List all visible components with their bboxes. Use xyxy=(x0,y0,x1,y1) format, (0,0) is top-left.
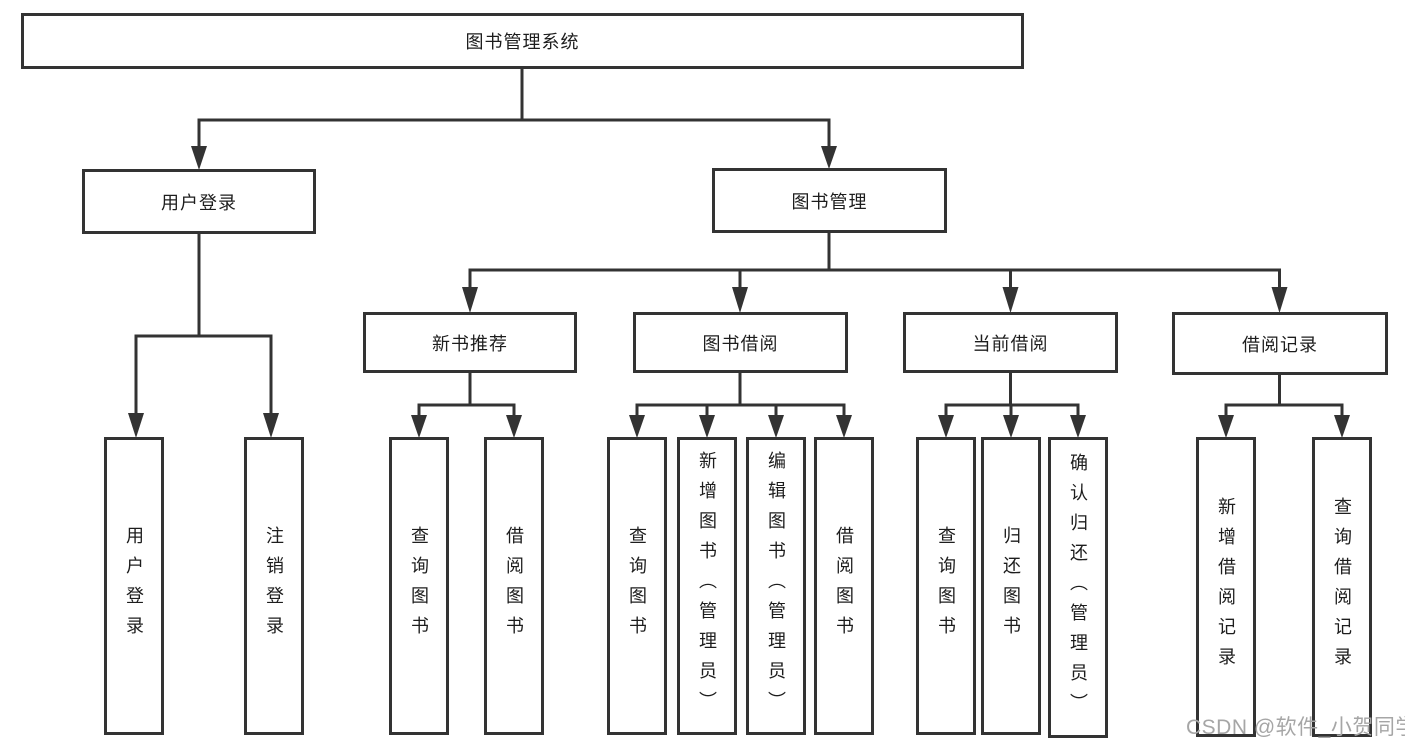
leaf-query-books-borrowing: 查询图书 xyxy=(607,437,667,735)
leaf-confirm-return-admin: 确认归还（管理员） xyxy=(1048,437,1108,738)
leaf-label: 注销登录 xyxy=(264,526,284,646)
leaf-borrow-books-recommendation: 借阅图书 xyxy=(484,437,544,735)
node-user-login: 用户登录 xyxy=(82,169,316,234)
node-label: 当前借阅 xyxy=(972,333,1049,354)
leaf-borrow-books-borrowing: 借阅图书 xyxy=(814,437,874,735)
leaf-add-books-admin: 新增图书（管理员） xyxy=(677,437,737,735)
node-label: 图书管理 xyxy=(791,191,868,212)
leaf-label: 新增图书（管理员） xyxy=(697,451,717,721)
leaf-label: 归还图书 xyxy=(1001,526,1021,646)
leaf-label: 查询借阅记录 xyxy=(1332,497,1352,677)
leaf-logout: 注销登录 xyxy=(244,437,304,735)
leaf-query-books-recommendation: 查询图书 xyxy=(389,437,449,735)
node-label: 借阅记录 xyxy=(1242,334,1318,355)
leaf-label: 用户登录 xyxy=(124,526,144,646)
node-borrowing-records: 借阅记录 xyxy=(1172,312,1388,375)
csdn-watermark: CSDN @软件_小贺同学 xyxy=(1186,716,1405,739)
node-current-borrowing: 当前借阅 xyxy=(903,312,1118,373)
leaf-label: 查询图书 xyxy=(936,526,956,646)
leaf-label: 查询图书 xyxy=(627,526,647,646)
node-book-management: 图书管理 xyxy=(712,168,947,233)
leaf-label: 查询图书 xyxy=(409,526,429,646)
node-label: 新书推荐 xyxy=(432,333,508,354)
node-label: 用户登录 xyxy=(161,192,237,213)
leaf-return-books: 归还图书 xyxy=(981,437,1041,735)
leaf-label: 借阅图书 xyxy=(834,526,854,646)
node-library-management-system: 图书管理系统 xyxy=(21,13,1024,69)
node-new-book-recommendation: 新书推荐 xyxy=(363,312,577,373)
leaf-edit-books-admin: 编辑图书（管理员） xyxy=(746,437,806,735)
leaf-user-login: 用户登录 xyxy=(104,437,164,735)
leaf-label: 借阅图书 xyxy=(504,526,524,646)
leaf-label: 新增借阅记录 xyxy=(1216,497,1236,677)
leaf-label: 编辑图书（管理员） xyxy=(766,451,786,721)
leaf-label: 确认归还（管理员） xyxy=(1068,452,1088,723)
leaf-query-borrow-record: 查询借阅记录 xyxy=(1312,437,1372,737)
leaf-add-borrow-record: 新增借阅记录 xyxy=(1196,437,1256,737)
node-book-borrowing: 图书借阅 xyxy=(633,312,848,373)
leaf-query-books-current: 查询图书 xyxy=(916,437,976,735)
node-label: 图书借阅 xyxy=(702,333,779,354)
node-label: 图书管理系统 xyxy=(465,32,580,52)
